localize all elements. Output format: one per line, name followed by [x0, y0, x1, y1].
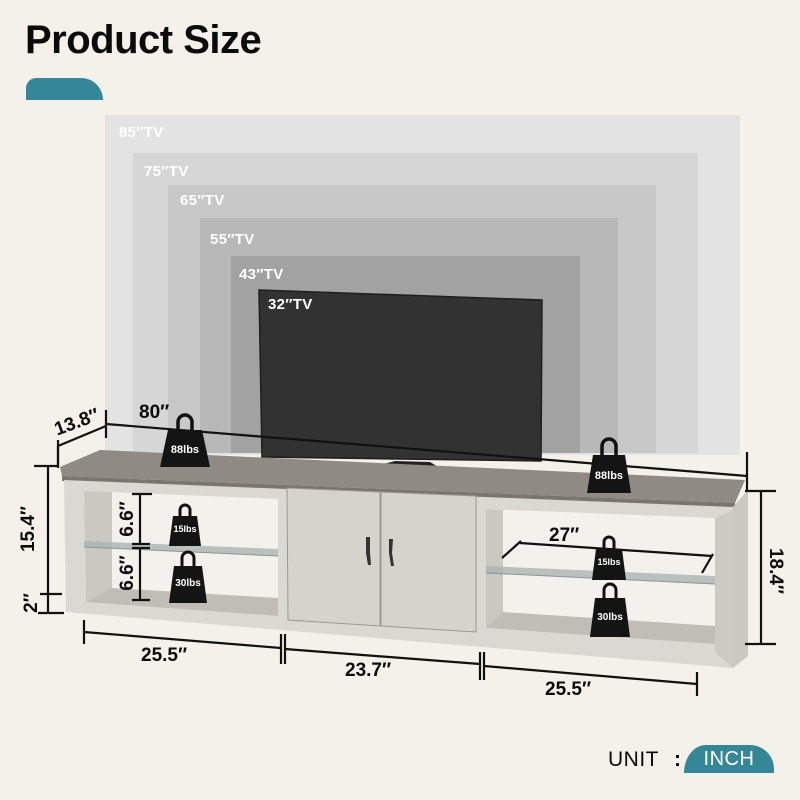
shelf-gap-dimension-lines: [132, 492, 152, 602]
weight-right-bottom-label: 30lbs: [597, 612, 623, 623]
page-title: Product Size: [25, 18, 262, 62]
width-80-dimension-line: [104, 410, 749, 490]
weight-icon: [169, 503, 201, 546]
right-door: [380, 491, 477, 633]
weight-top-left: 88lbs: [158, 413, 212, 469]
left-door-handle: [366, 537, 371, 565]
tv-size-75-label: 75″TV: [144, 163, 189, 180]
overall-height-label: 18.4″: [765, 547, 787, 595]
weight-left-bottom: 30lbs: [168, 550, 208, 604]
weight-icon: [590, 582, 630, 637]
lower-shelf-gap-label: 6.6″: [116, 555, 138, 591]
unit-separator: :: [674, 748, 681, 771]
title-accent-bar: [26, 78, 103, 100]
center-section-width-label: 23.7″: [345, 660, 392, 681]
side-height-label: 15.4″: [18, 505, 40, 553]
weight-right-bottom: 30lbs: [589, 582, 631, 638]
weight-top-right: 88lbs: [586, 437, 632, 495]
overall-height-dimension-line: [745, 489, 776, 646]
unit-value-badge: INCH: [684, 745, 774, 773]
tv-size-43-label: 43″TV: [239, 266, 284, 283]
weight-right-glass-label: 15lbs: [597, 557, 621, 567]
glass-shelf-width-label: 27″: [549, 525, 580, 546]
weight-left-bottom-label: 30lbs: [175, 578, 201, 589]
tv-size-85-label: 85″TV: [119, 124, 164, 141]
weight-top-left-label: 88lbs: [170, 444, 200, 456]
bottom-width-dimension-lines: [82, 620, 699, 696]
weight-icon: [160, 413, 210, 467]
left-height-dimension-lines: [34, 446, 64, 615]
weight-icon: [169, 550, 207, 603]
tv-32-icon: [258, 289, 543, 480]
weight-icon: [587, 437, 631, 493]
tv-size-32-label: 32″TV: [268, 296, 313, 313]
weight-left-glass: 15lbs: [168, 503, 202, 547]
left-door: [286, 487, 381, 627]
right-section-width-label: 25.5″: [545, 679, 592, 700]
weight-left-glass-label: 15lbs: [173, 524, 197, 534]
left-section-width-label: 25.5″: [141, 645, 188, 666]
overall-width-label: 80″: [139, 402, 170, 423]
unit-label: UNIT: [608, 748, 659, 771]
tv-size-55-label: 55″TV: [210, 231, 255, 248]
tv-size-65-label: 65″TV: [180, 192, 225, 209]
right-door-handle: [389, 539, 394, 566]
weight-right-glass: 15lbs: [591, 535, 627, 581]
tabletop: [60, 450, 745, 503]
weight-icon: [592, 535, 626, 580]
upper-shelf-gap-label: 6.6″: [116, 501, 138, 537]
weight-top-right-label: 88lbs: [594, 470, 624, 482]
leg-height-label: 2″: [20, 593, 42, 613]
